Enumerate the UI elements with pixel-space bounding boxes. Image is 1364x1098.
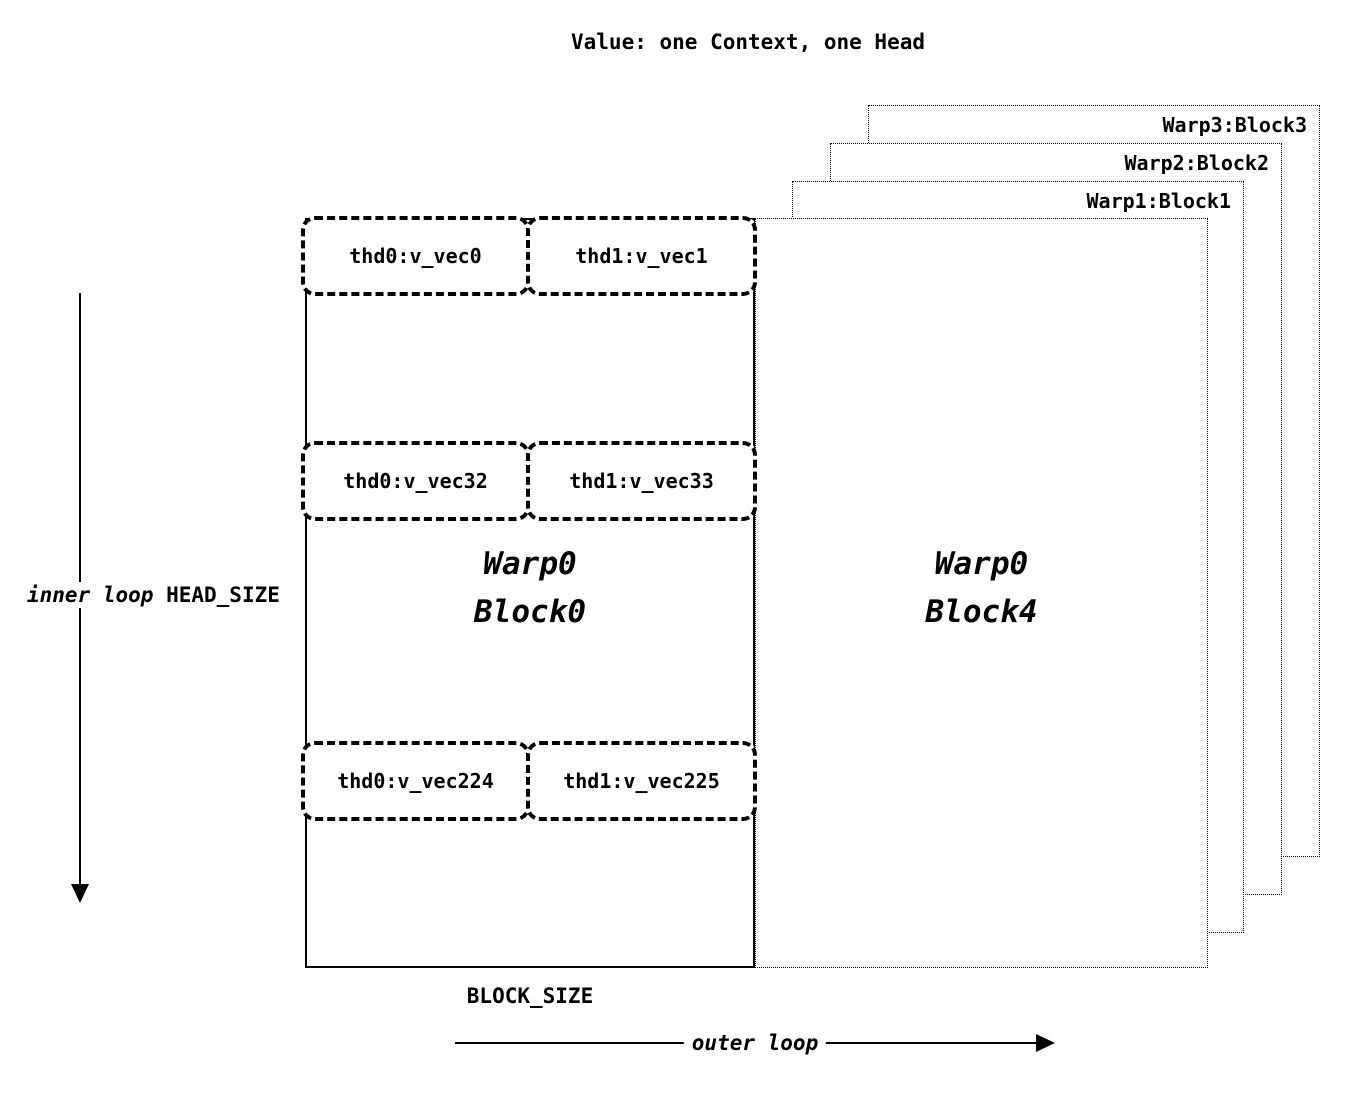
vec-box-label: thd0:v_vec224 (337, 769, 494, 793)
head-size-label: HEAD_SIZE (166, 583, 280, 607)
vec-box-thd0-v-vec0: thd0:v_vec0 (301, 216, 530, 296)
vec-box-label: thd0:v_vec32 (343, 469, 488, 493)
main-block-warp0-block0 (305, 218, 755, 968)
back-block-warp2-label: Warp2:Block2 (1124, 151, 1270, 175)
main-block-title-line1: Warp0 (483, 546, 577, 582)
back-block-warp1-label: Warp1:Block1 (1086, 189, 1232, 213)
vec-box-thd0-v-vec32: thd0:v_vec32 (301, 441, 530, 521)
vec-box-thd1-v-vec225: thd1:v_vec225 (526, 741, 757, 821)
main-block-title-line2: Block0 (474, 594, 586, 631)
arrowhead-right-icon (1036, 1034, 1055, 1052)
arrowhead-down-icon (71, 884, 89, 903)
vec-box-thd1-v-vec1: thd1:v_vec1 (526, 216, 757, 296)
inner-loop-head-size-label: inner loop HEAD_SIZE (25, 582, 282, 608)
main-block-title: Warp0 Block0 (305, 540, 755, 636)
front-block-title-line1: Warp0 (934, 546, 1029, 582)
vec-box-label: thd1:v_vec225 (563, 769, 720, 793)
outer-loop-label: outer loop (683, 1031, 827, 1055)
vec-box-label: thd1:v_vec1 (575, 244, 708, 268)
diagram-title: Value: one Context, one Head (570, 30, 926, 54)
vec-box-thd1-v-vec33: thd1:v_vec33 (526, 441, 757, 521)
front-block-title-line2: Block4 (925, 594, 1038, 631)
block-size-label: BLOCK_SIZE (466, 984, 594, 1008)
vec-box-label: thd1:v_vec33 (569, 469, 714, 493)
vec-box-label: thd0:v_vec0 (349, 244, 482, 268)
front-block-title: Warp0 Block4 (755, 540, 1208, 636)
front-block-warp0-block4 (755, 218, 1208, 968)
back-block-warp3-label: Warp3:Block3 (1162, 113, 1308, 137)
inner-loop-label: inner loop (27, 583, 154, 607)
vec-box-thd0-v-vec224: thd0:v_vec224 (301, 741, 530, 821)
